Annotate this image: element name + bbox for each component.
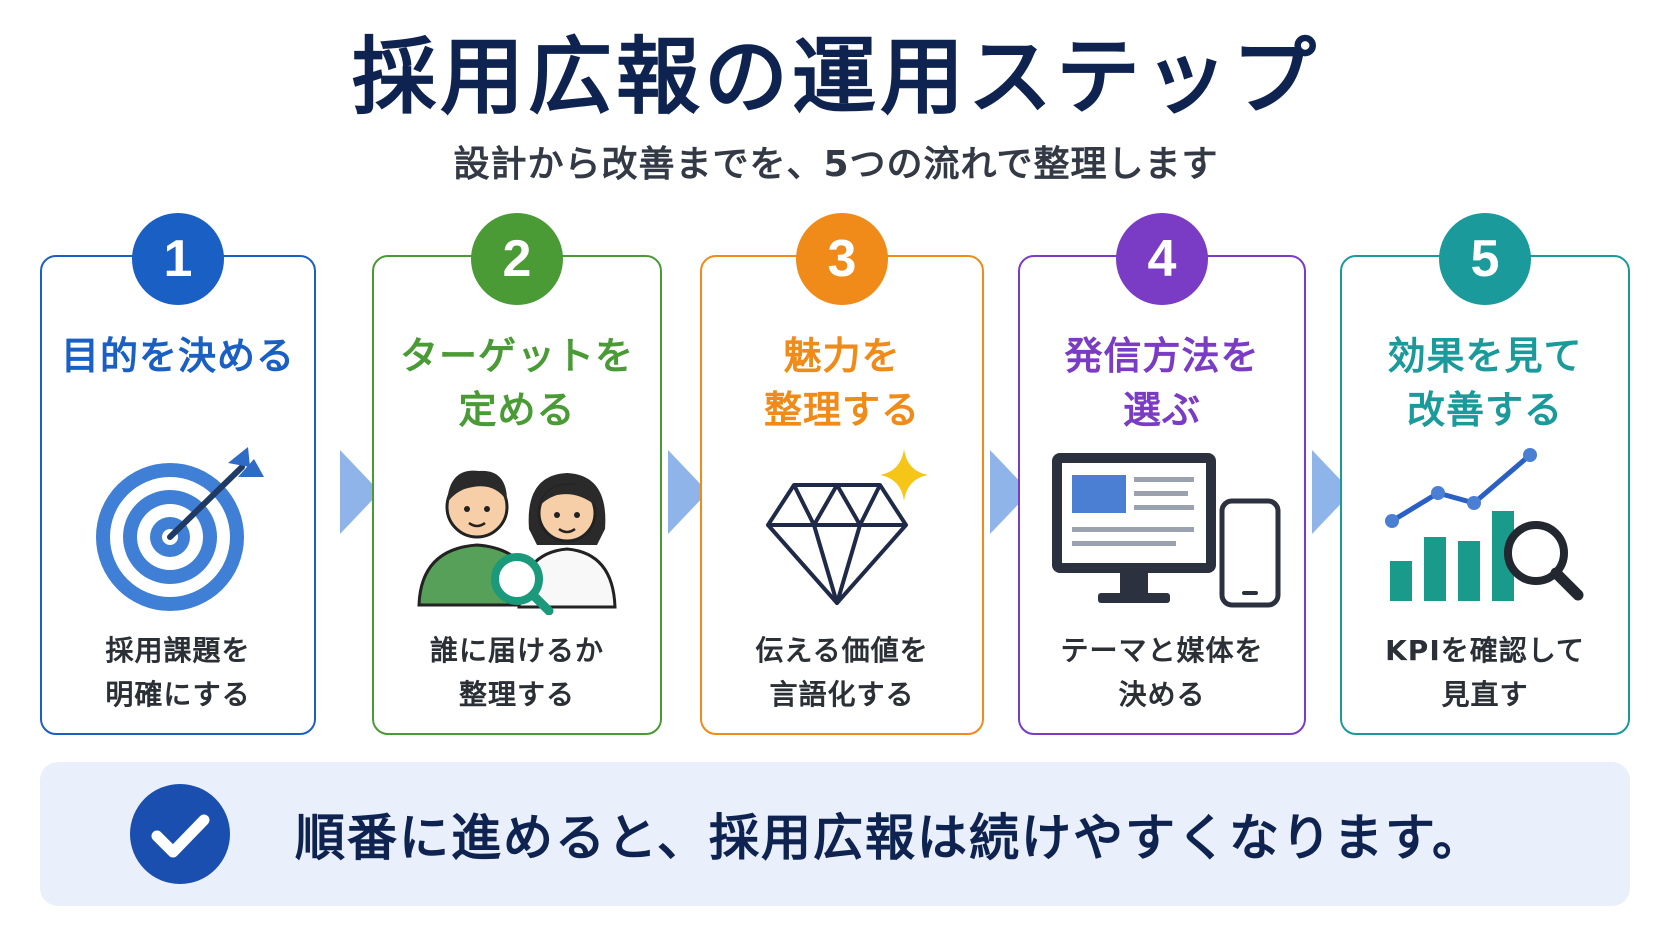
- people-search-icon: [417, 470, 617, 615]
- devices-icon: [1052, 453, 1281, 608]
- step-title-4: 発信方法を 選ぶ: [1064, 334, 1260, 432]
- arrow-right-icon: [990, 450, 1030, 534]
- summary-banner: 順番に進めると、採用広報は続けやすくなります。: [40, 762, 1630, 906]
- diamond-icon: [766, 449, 928, 605]
- arrow-right-icon: [1312, 450, 1352, 534]
- check-icon: [130, 784, 230, 884]
- step-title-2: ターゲットを 定める: [399, 334, 634, 432]
- summary-text: 順番に進めると、採用広報は続けやすくなります。: [295, 809, 1484, 867]
- analytics-icon: [1385, 448, 1584, 601]
- step-description-1: 採用課題を 明確にする: [105, 634, 251, 711]
- step-description-5: KPIを確認して 見直す: [1385, 634, 1585, 711]
- step-card-2: 2 ターゲットを 定める 誰に届けるか 整理する: [372, 213, 662, 735]
- step-title-5: 効果を見て 改善する: [1387, 334, 1583, 432]
- step-description-3: 伝える価値を 言語化する: [755, 634, 929, 711]
- step-card-1: 1 目的を決める 採用課題を 明確にする: [40, 213, 316, 735]
- step-card-3: 3 魅力を 整理する 伝える価値を 言語化する: [700, 213, 984, 735]
- step-description-2: 誰に届けるか 整理する: [429, 634, 604, 711]
- step-number-5: 5: [1439, 213, 1531, 305]
- target-icon: [96, 447, 264, 611]
- step-card-4: 4 発信方法を 選ぶ テーマと媒体を 決める: [1018, 213, 1306, 735]
- page-subtitle: 設計から改善までを、5つの流れで整理します: [453, 144, 1219, 185]
- step-title-3: 魅力を 整理する: [763, 334, 920, 432]
- step-number-1: 1: [132, 213, 224, 305]
- step-number-2: 2: [471, 213, 563, 305]
- page-title: 採用広報の運用ステップ: [351, 28, 1320, 126]
- arrow-right-icon: [668, 450, 708, 534]
- step-title-1: 目的を決める: [60, 334, 295, 378]
- arrow-right-icon: [340, 450, 380, 534]
- step-number-4: 4: [1116, 213, 1208, 305]
- step-card-5: 5 効果を見て 改善する KPIを確認して 見直す: [1340, 213, 1630, 735]
- step-number-3: 3: [796, 213, 888, 305]
- step-description-4: テーマと媒体を 決める: [1060, 634, 1264, 711]
